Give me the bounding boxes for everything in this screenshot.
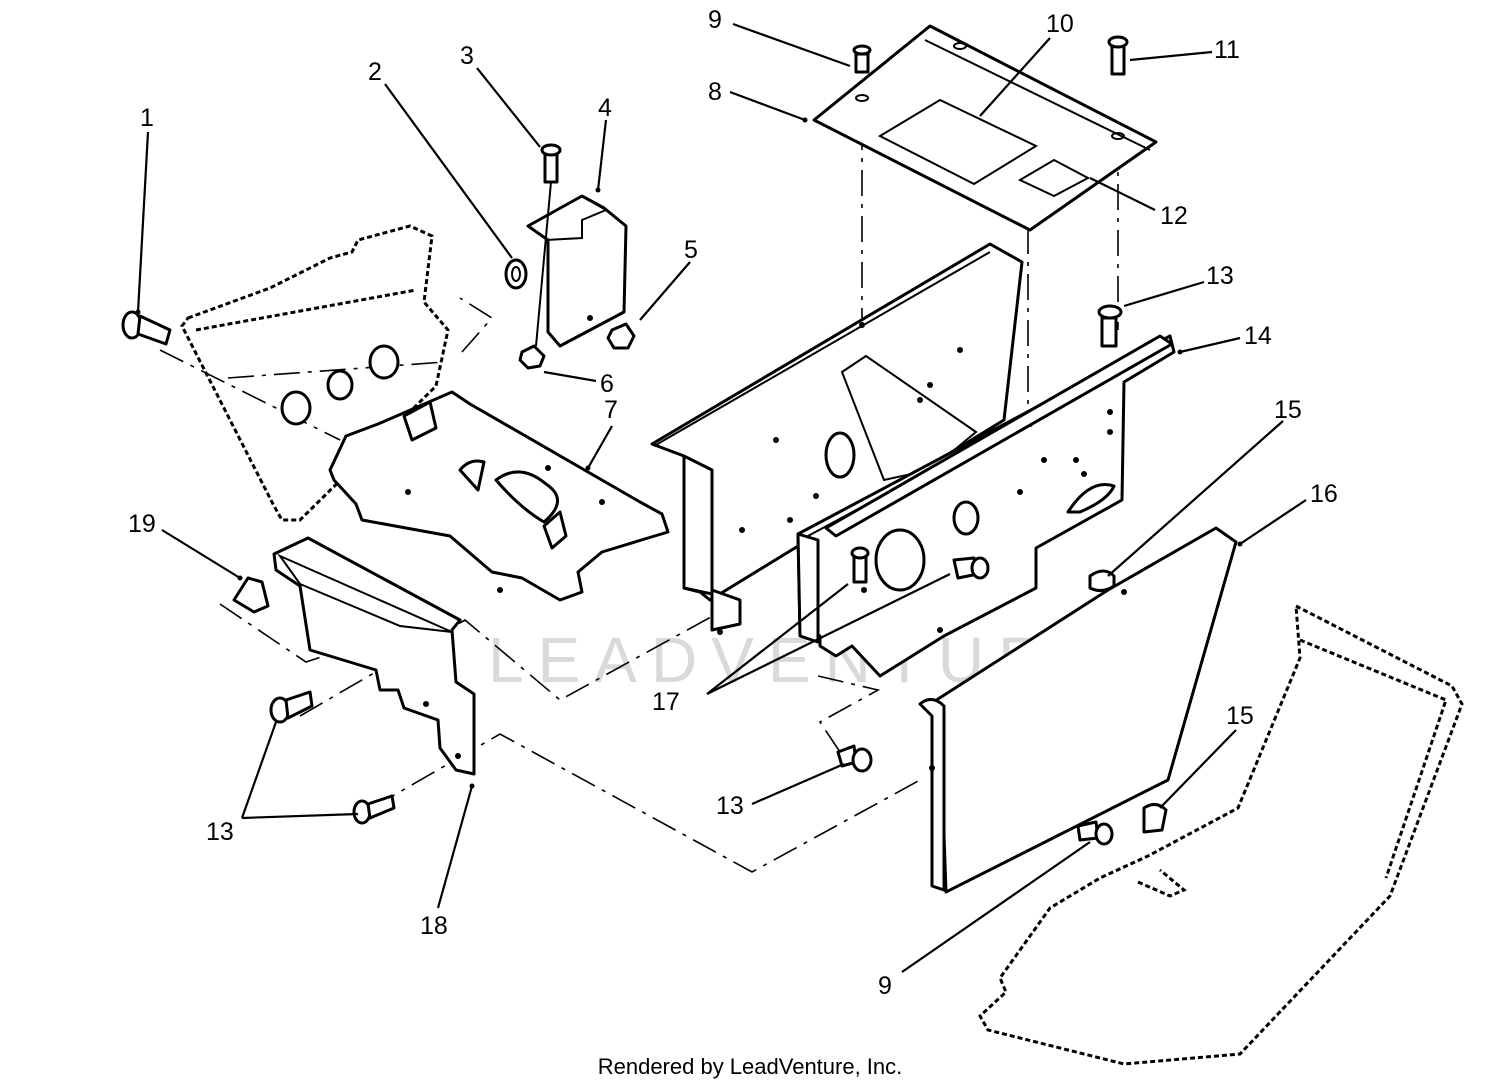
dash-pan [180,224,450,522]
nut-5 [606,322,636,350]
callout-13-upper: 13 [1206,262,1234,290]
alignment-lines [159,124,1119,873]
top-cover-plate [812,24,1158,232]
long-strap [824,334,1174,538]
bolt-17-b [952,556,990,580]
side-rail-frame [796,334,1176,678]
right-side-panel [918,526,1238,894]
callout-6: 6 [600,370,614,398]
bolt-upper-right [1097,304,1123,348]
callout-13-lower-a: 13 [206,818,234,846]
callout-labels: 1 2 3 4 5 6 7 8 9 10 11 12 13 13 14 15 1… [128,6,1338,1000]
callout-18: 18 [420,912,448,940]
clip-19 [232,576,270,614]
callout-13-middle: 13 [716,792,744,820]
bolt-lower-left-1 [269,690,314,724]
callout-8: 8 [708,78,722,106]
bracket [526,194,628,348]
bolt-lower-left-2 [352,794,396,825]
callout-5: 5 [684,236,698,264]
screw-top-left [852,44,872,74]
seat-tray-outline [978,603,1464,1066]
bolt-lower-middle [836,744,873,773]
washer [504,258,528,290]
leader-lines [135,22,1307,973]
callout-15-lower: 15 [1226,702,1254,730]
callout-9-top: 9 [708,6,722,34]
callout-19: 19 [128,510,156,538]
mounting-plate [328,390,670,602]
callout-10: 10 [1046,10,1074,38]
callout-16: 16 [1310,480,1338,508]
callout-9-bottom: 9 [878,972,892,1000]
callout-1: 1 [140,104,154,132]
screw-top-right [1107,35,1129,76]
bolt-left [121,310,172,346]
callout-12: 12 [1160,202,1188,230]
callout-2: 2 [368,58,382,86]
bolt-lower-right [1076,820,1114,846]
front-bracket [272,536,476,776]
bolt-bracket [535,143,562,347]
callout-3: 3 [460,42,474,70]
footer-credit: Rendered by LeadVenture, Inc. [597,1054,903,1079]
callout-4: 4 [598,94,612,122]
clip-lower [1142,803,1168,834]
nut-6 [518,344,546,370]
callout-15-upper: 15 [1274,396,1302,424]
callout-7: 7 [604,396,618,424]
callout-11: 11 [1214,36,1240,64]
callout-17: 17 [652,688,680,716]
bolt-17-a [850,546,870,584]
callout-14: 14 [1244,322,1272,350]
